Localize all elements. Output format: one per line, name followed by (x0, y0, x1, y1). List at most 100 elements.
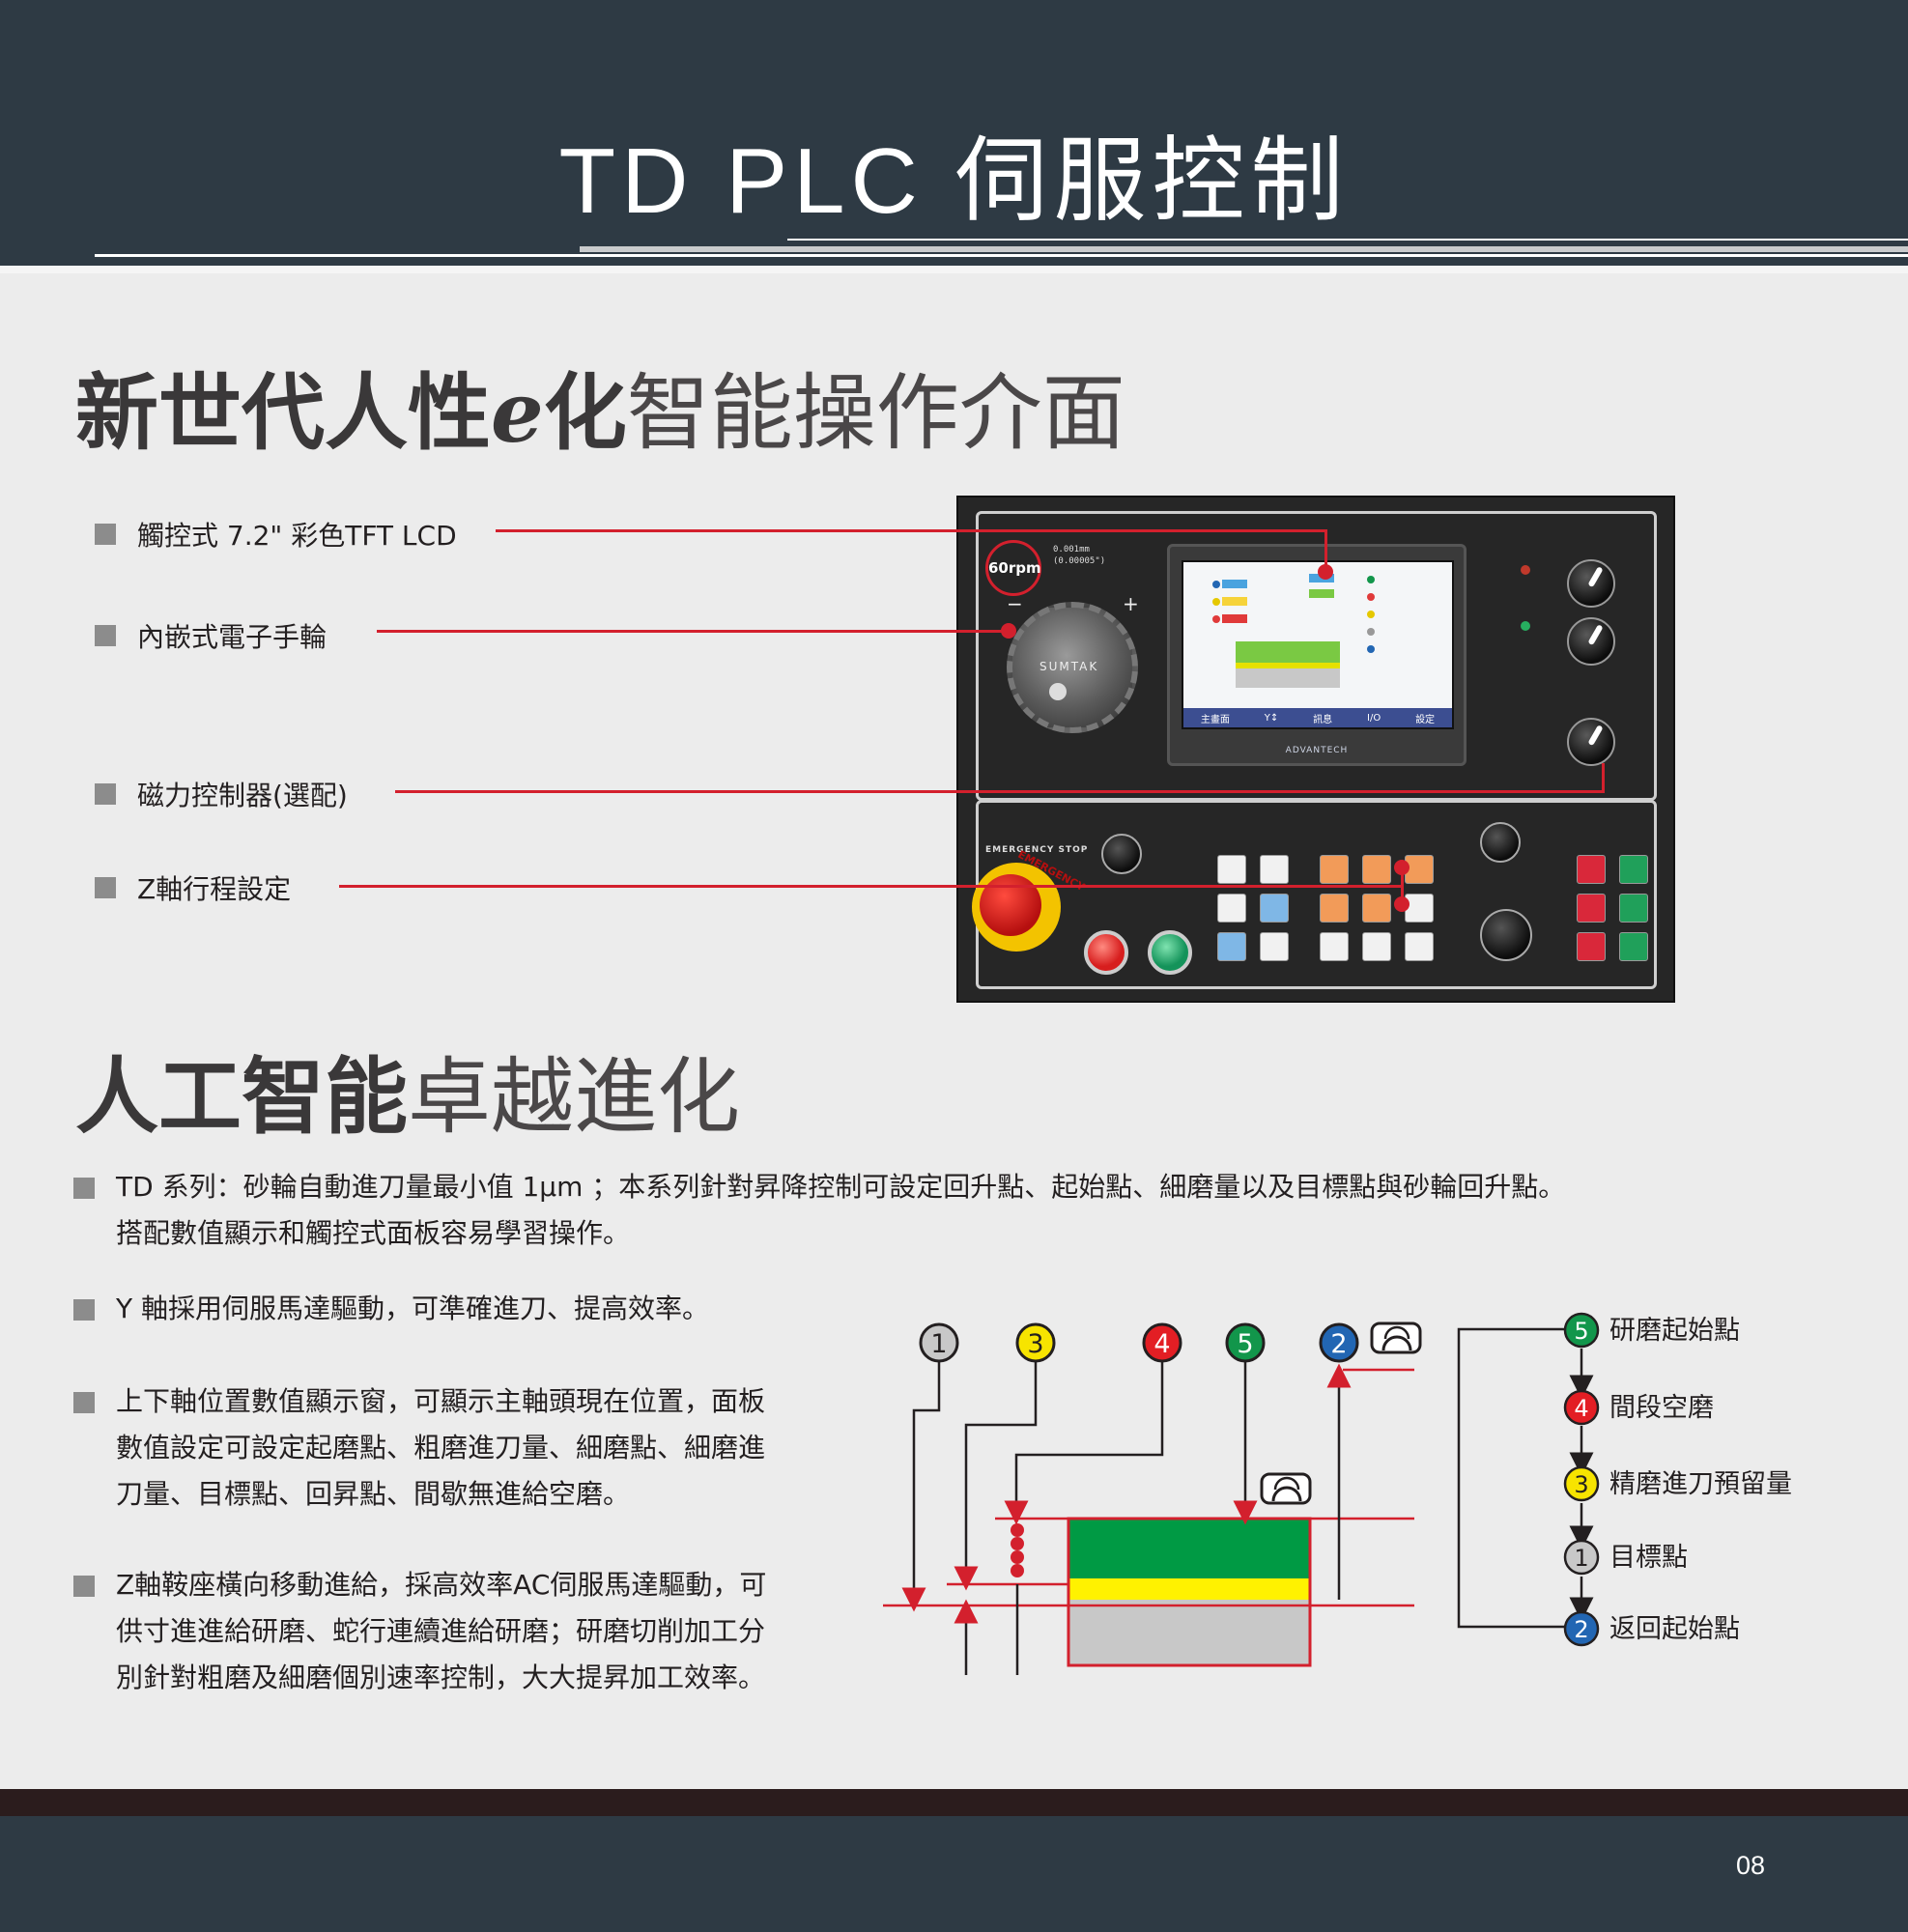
feature-label: Z軸行程設定 (137, 873, 292, 905)
magnetic-controller-knob (1567, 718, 1615, 766)
marker-circle (1225, 1322, 1266, 1363)
callout-line-magnetic (1602, 763, 1605, 793)
feature-z-axis-stroke: Z軸行程設定 (95, 868, 291, 907)
panel-key (1362, 894, 1391, 923)
screen-marker-dot (1212, 615, 1220, 623)
grinding-sequence-diagram: 1 3 4 5 2 5 研磨起始點 4 間段空磨 (883, 1312, 1792, 1675)
paragraph-line: 搭配數值顯示和觸控式面板容易學習操作。 (116, 1217, 631, 1249)
paragraph-z-axis-feed: Z軸鞍座橫向移動進給，採高效率AC伺服馬達驅動，可 供寸進進給研磨、蛇行連續進給… (73, 1562, 904, 1701)
screen-tab: I/O (1367, 712, 1381, 724)
sequence-label: 研磨起始點 (1609, 1316, 1740, 1346)
screen-marker-dot (1212, 598, 1220, 606)
paragraph-line: TD 系列：砂輪自動進刀量最小值 1μm ；本系列針對昇降控制可設定回升點、起始… (116, 1171, 1566, 1203)
callout-line-magnetic (395, 790, 1605, 793)
green-pushbutton (1148, 930, 1192, 975)
sequence-circle (1563, 1389, 1600, 1426)
sequence-number: 5 (1574, 1318, 1588, 1345)
marker-circle (1319, 1322, 1359, 1363)
sequence-label: 間段空磨 (1609, 1393, 1714, 1423)
callout-line-handwheel (377, 630, 1007, 633)
handwheel-spec-line: (0.00005") (1053, 556, 1106, 566)
grinding-wheel-icon (1260, 1472, 1312, 1505)
lcd-screen: 主畫面 Y↕ 訊息 I/O 設定 (1182, 560, 1454, 729)
bullet-square (73, 1299, 95, 1321)
marker-4: 4 (1142, 1322, 1182, 1363)
screen-value-badge (1222, 597, 1247, 606)
sequence-step-1: 1 目標點 (1563, 1539, 1688, 1576)
heading-bold-part: 新世代人性 (75, 365, 491, 462)
selector-knob (1101, 834, 1142, 874)
callout-line-z-axis (1401, 866, 1404, 904)
handwheel-knob (1049, 683, 1067, 700)
heading-e-glyph: e (491, 364, 544, 462)
panel-key (1217, 932, 1246, 961)
sequence-number: 1 (1574, 1545, 1588, 1572)
emergency-stop-button (980, 874, 1041, 936)
panel-key (1260, 894, 1289, 923)
sequence-circle (1563, 1539, 1600, 1576)
minus-label: − (1007, 592, 1023, 615)
panel-key-off (1577, 855, 1606, 884)
fine-allowance-block (1068, 1578, 1310, 1600)
panel-key-on (1619, 855, 1648, 884)
axis-selector-knob (1480, 909, 1532, 961)
indicator-lamp (1521, 565, 1530, 575)
feature-label: 磁力控制器(選配) (137, 780, 348, 811)
marker-5: 5 (1225, 1322, 1266, 1363)
paragraph-position-display: 上下軸位置數值顯示窗，可顯示主軸頭現在位置，面板 數值設定可設定起磨點、粗磨進刀… (73, 1378, 904, 1518)
panel-key (1320, 855, 1349, 884)
header-band: TD PLC 伺服控制 (0, 0, 1908, 273)
marker-circle (1142, 1322, 1182, 1363)
panel-key-on (1619, 894, 1648, 923)
panel-key (1405, 932, 1434, 961)
heading-light-part: 卓越進化 (408, 1049, 740, 1146)
grinding-wheel-icon (1370, 1321, 1422, 1354)
bullet-square (95, 524, 116, 545)
marker-circle (919, 1322, 959, 1363)
lcd-brand: ADVANTECH (1285, 746, 1349, 755)
sequence-step-4: 4 間段空磨 (1563, 1389, 1714, 1426)
page-number: 08 (1735, 1851, 1765, 1880)
screen-value-badge (1222, 614, 1247, 623)
heading-bold-part: 化 (543, 365, 627, 462)
sequence-step-5: 5 研磨起始點 (1563, 1312, 1740, 1349)
paragraph-line: Z軸鞍座橫向移動進給，採高效率AC伺服馬達驅動，可 (116, 1569, 767, 1601)
feature-handwheel: 內嵌式電子手輪 (95, 616, 327, 655)
intermittent-dot (1011, 1537, 1024, 1550)
page-title: TD PLC 伺服控制 (558, 129, 1350, 233)
panel-key (1260, 932, 1289, 961)
bullet-square (95, 877, 116, 898)
sequence-label: 精磨進刀預留量 (1609, 1469, 1792, 1499)
control-panel-image: 60rpm 0.001mm (0.00005") − + SUMTAK 主畫 (956, 496, 1675, 1003)
callout-dot-lcd (1318, 564, 1333, 580)
screen-tab: Y↕ (1264, 712, 1279, 724)
marker-number: 5 (1237, 1329, 1253, 1359)
paragraph-line: Y 軸採用伺服馬達驅動，可準確進刀、提高效率。 (116, 1293, 710, 1324)
marker-number: 3 (1027, 1329, 1043, 1359)
path-marker-1 (901, 1343, 941, 1612)
handwheel-brand: SUMTAK (1039, 660, 1099, 673)
bullet-square (73, 1392, 95, 1413)
rotary-knob (1567, 617, 1615, 666)
paragraph-y-axis: Y 軸採用伺服馬達驅動，可準確進刀、提高效率。 (73, 1286, 846, 1332)
paragraph-line: 別針對粗磨及細磨個別速率控制，大大提昇加工效率。 (116, 1662, 766, 1693)
bullet-square (73, 1178, 95, 1199)
callout-dot-z-axis (1394, 860, 1410, 875)
callout-line-lcd (496, 529, 1327, 532)
screen-marker-dot (1367, 593, 1375, 601)
bullet-square (95, 625, 116, 646)
handwheel-spec-line: 0.001mm (1053, 545, 1090, 554)
intermittent-dot (1011, 1523, 1024, 1537)
red-pushbutton (1084, 930, 1128, 975)
sequence-label: 目標點 (1609, 1543, 1688, 1573)
panel-key (1362, 932, 1391, 961)
panel-key (1320, 932, 1349, 961)
feature-label: 內嵌式電子手輪 (137, 621, 327, 653)
rotary-knob (1567, 559, 1615, 608)
heading-bold-part: 人工智能 (75, 1049, 408, 1146)
electronic-handwheel (1007, 602, 1138, 733)
screen-marker-dot (1367, 645, 1375, 653)
panel-key (1217, 894, 1246, 923)
screen-tab-bar: 主畫面 Y↕ 訊息 I/O 設定 (1183, 708, 1452, 727)
path-marker-4 (1004, 1343, 1164, 1525)
